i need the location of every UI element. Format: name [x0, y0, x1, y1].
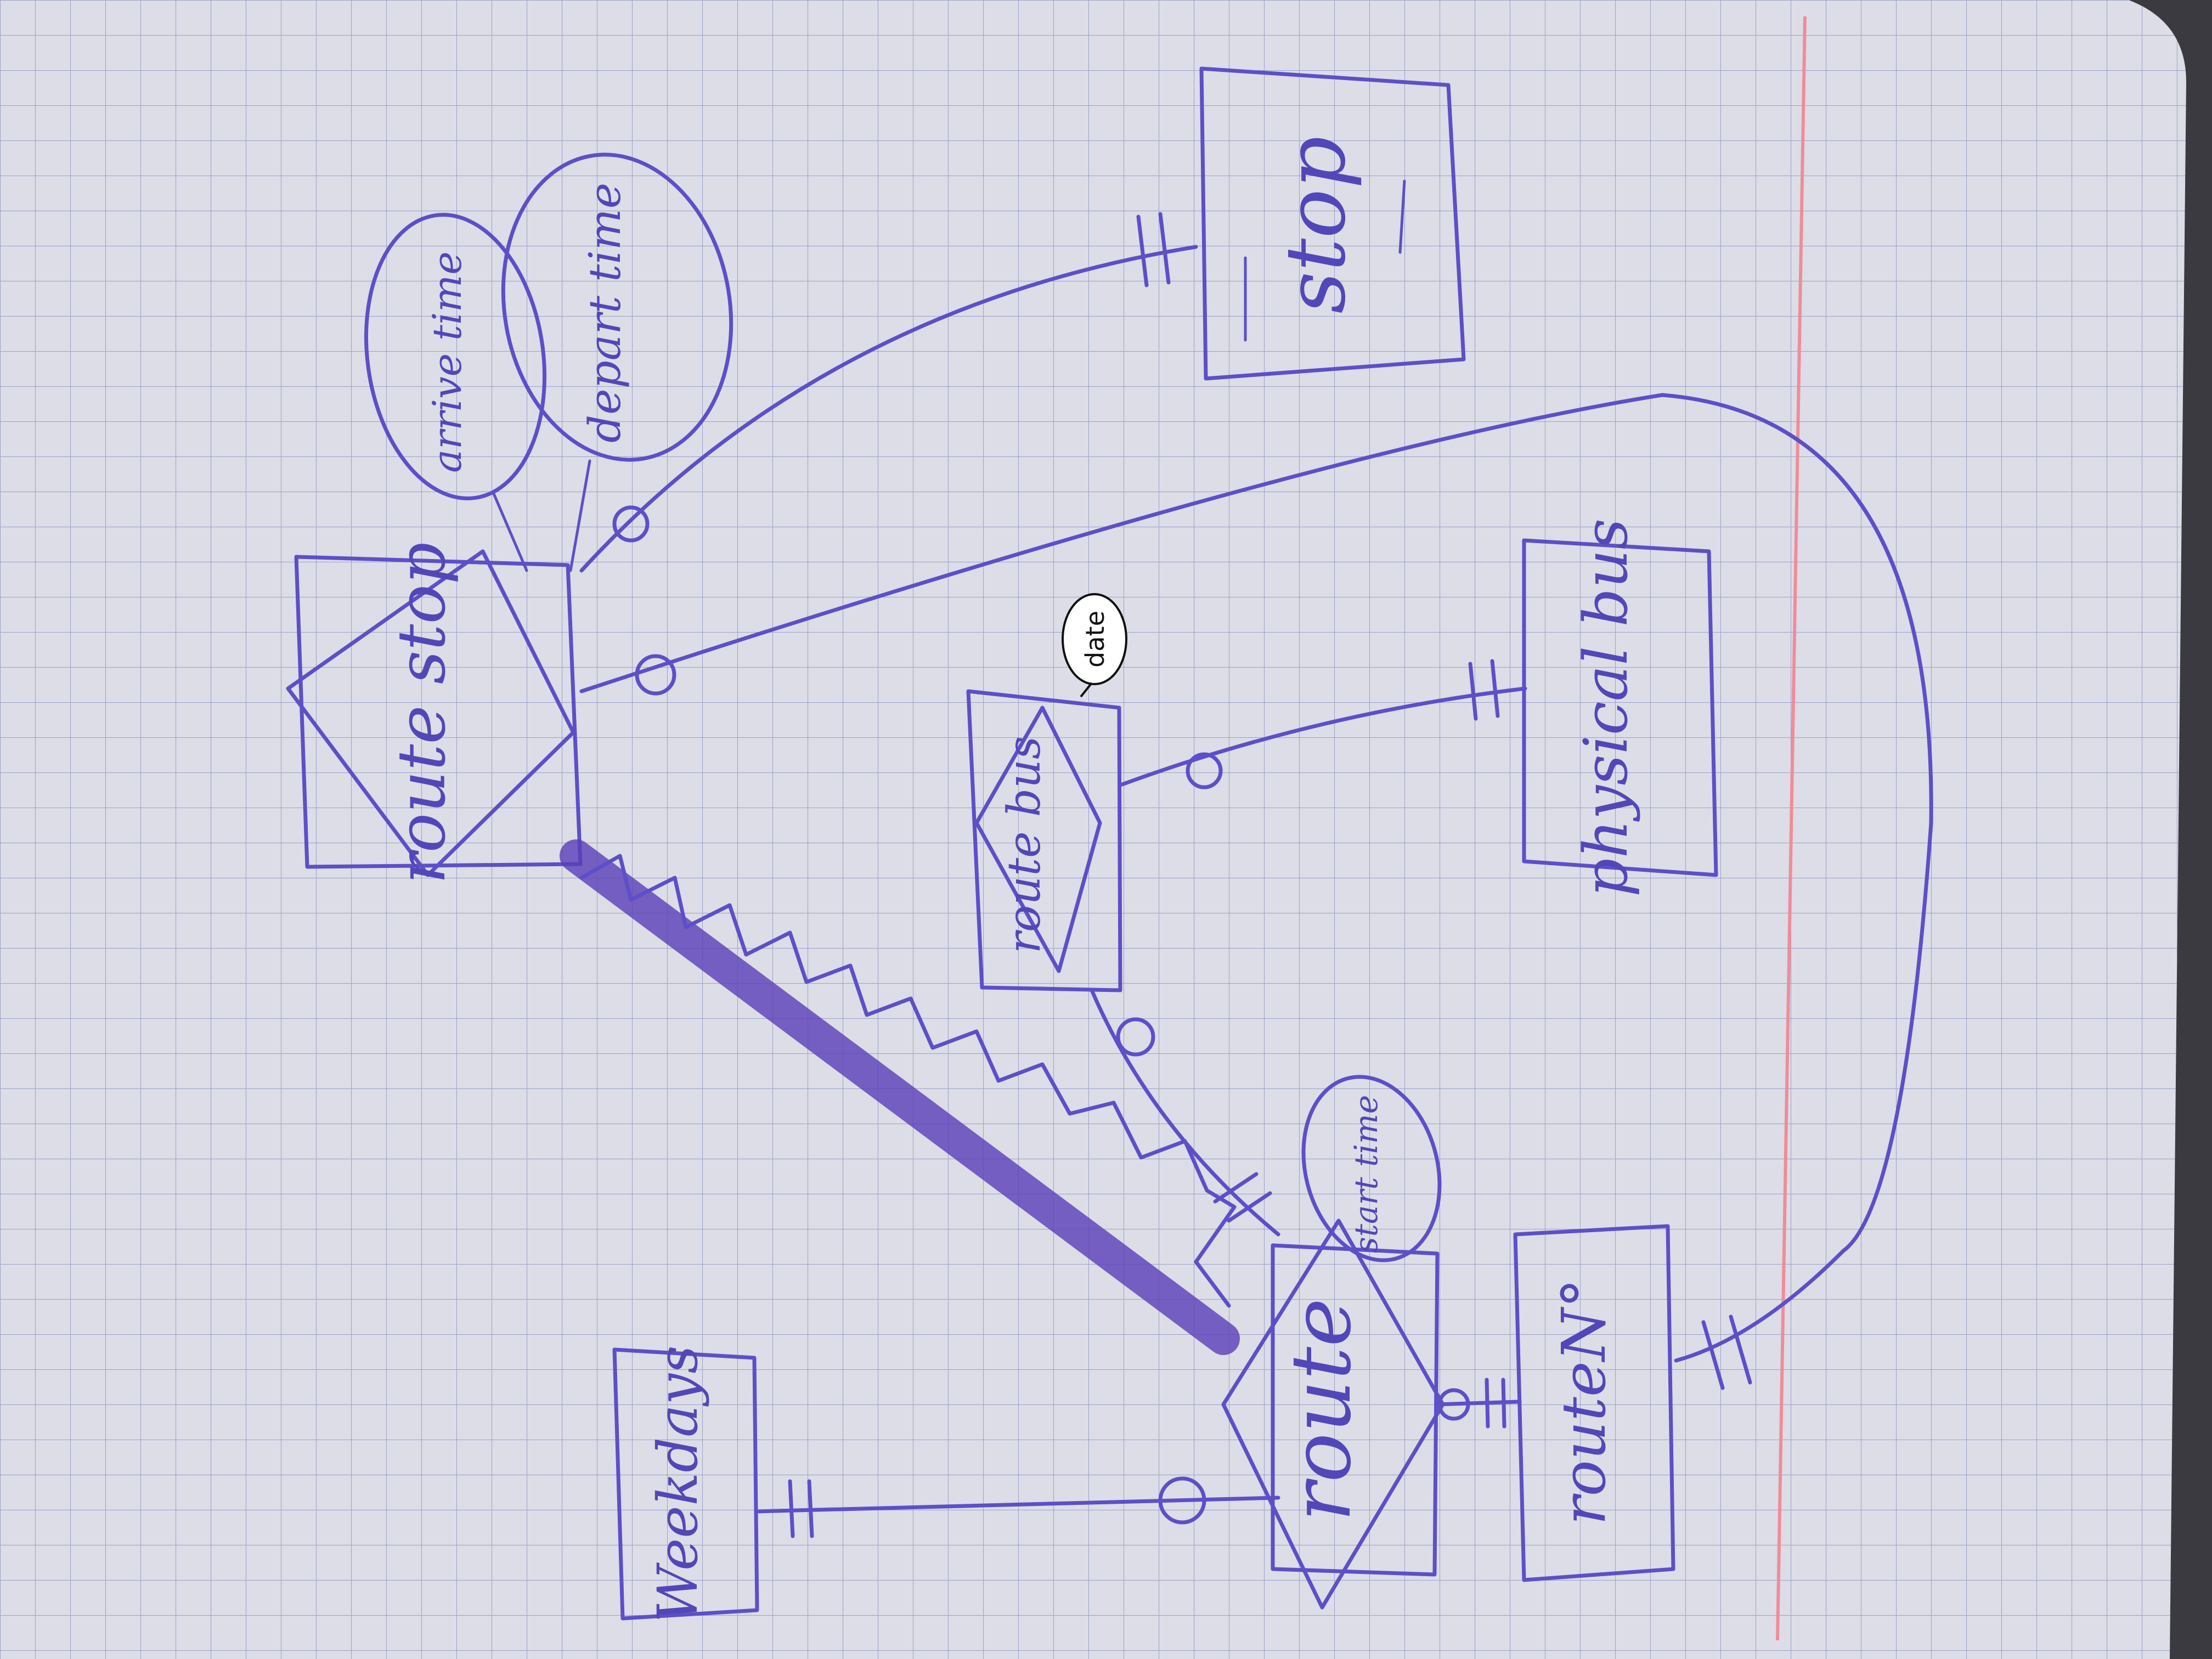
relationship-route-bus: route bus — [966, 689, 1122, 992]
entity-weekdays: Weekdays — [612, 1345, 759, 1623]
connector-route-stop-to-route-no — [579, 393, 1933, 1390]
relationship-route-stop: route stop — [286, 542, 583, 884]
attribute-arrive-time: arrive time — [364, 213, 547, 572]
attribute-start-time-label: start time — [1347, 1095, 1385, 1253]
attribute-start-time: start time — [1301, 1075, 1442, 1262]
connector-route-bus-to-physical-bus — [1120, 659, 1527, 789]
scribbled-out-connector — [560, 839, 1240, 1355]
entity-stop-label: stop — [1268, 136, 1364, 314]
attribute-date: date — [1062, 593, 1127, 698]
entity-route-no-label: routeN° — [1549, 1278, 1619, 1525]
attribute-depart-time: depart time — [501, 153, 733, 572]
relationship-route-label: route — [1274, 1298, 1369, 1522]
margin-line — [1776, 16, 1807, 1641]
relationship-route: route — [1221, 1218, 1445, 1610]
connector-route-to-weekdays — [755, 1476, 1280, 1538]
relationship-route-stop-label: route stop — [384, 542, 460, 884]
entity-physical-bus: physical bus — [1522, 518, 1718, 897]
relationship-route-bus-label: route bus — [998, 736, 1051, 953]
connector-route-stop-to-stop — [579, 212, 1198, 573]
entity-route-no: routeN° — [1513, 1224, 1675, 1582]
attribute-arrive-time-label: arrive time — [424, 251, 470, 473]
attribute-date-label: date — [1080, 611, 1110, 668]
connector-route-bus-to-route — [1090, 988, 1280, 1237]
connector-route-to-route-no — [1435, 1378, 1522, 1429]
entity-physical-bus-label: physical bus — [1571, 518, 1641, 897]
attribute-depart-time-label: depart time — [579, 183, 630, 443]
entity-weekdays-label: Weekdays — [646, 1345, 710, 1622]
entity-stop: stop — [1199, 66, 1466, 381]
